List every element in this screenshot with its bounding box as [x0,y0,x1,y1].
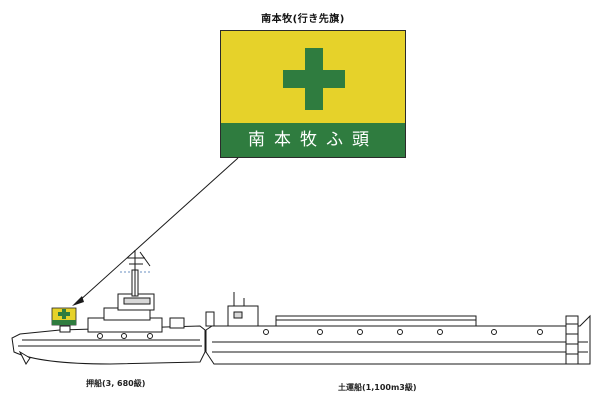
leader-arrow-head [72,296,84,306]
flag-label: 南本牧ふ頭 [221,123,405,157]
destination-flag: 南本牧ふ頭 [220,30,406,158]
barge-caption: 土運船(1,100m3級) [338,383,417,392]
tug-caption: 押船(3, 680級) [86,379,146,388]
tug-boat [11,250,206,365]
mast-flag-icon [51,307,77,326]
leader-arrow-line [77,157,239,303]
diagram-title: 南本牧(行き先旗) [261,14,345,25]
barge [205,292,591,365]
flag-cross-icon-horizontal [283,70,345,88]
